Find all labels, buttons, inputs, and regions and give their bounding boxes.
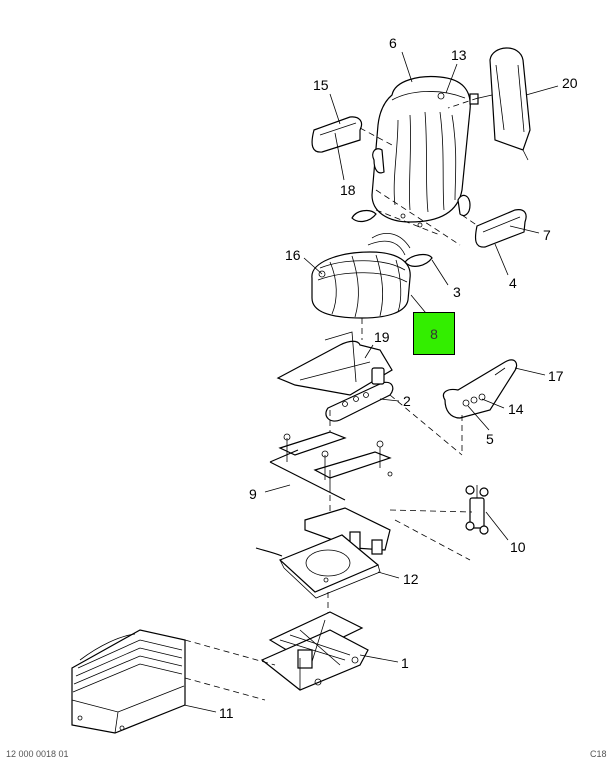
armrest-right (461, 209, 527, 248)
slide-frame (276, 331, 394, 435)
callout-labels: 6 13 20 15 18 7 4 16 3 19 2 17 14 5 9 10… (219, 35, 578, 721)
mount-bracket-right (389, 359, 518, 456)
hotspot-label: 8 (430, 325, 438, 342)
adjustment-linkage (351, 209, 441, 267)
callout-7: 7 (543, 227, 551, 243)
callout-6: 6 (389, 35, 397, 51)
shock-absorber (465, 485, 489, 535)
leader-lines (183, 51, 559, 713)
figure-page: C18 (590, 749, 607, 759)
callout-3: 3 (453, 284, 461, 300)
seat-cushion (311, 251, 411, 340)
callout-9: 9 (249, 486, 257, 502)
callout-18: 18 (340, 182, 356, 198)
seat-back (371, 75, 471, 246)
mounting-hardware-kit (269, 431, 393, 530)
callout-19: 19 (374, 329, 390, 345)
callout-12: 12 (403, 571, 419, 587)
callout-10: 10 (510, 539, 526, 555)
suspension-base (260, 611, 369, 691)
callout-20: 20 (562, 75, 578, 91)
callout-5: 5 (486, 431, 494, 447)
callout-17: 17 (548, 368, 564, 384)
callout-1: 1 (401, 655, 409, 671)
part-8-hotspot[interactable]: 8 (413, 312, 455, 355)
headrest-frame (447, 47, 531, 161)
swivel-plate (255, 534, 381, 620)
callout-14: 14 (508, 401, 524, 417)
callout-4: 4 (509, 275, 517, 291)
figure-code: 12 000 0018 01 (6, 749, 69, 759)
callout-11: 11 (219, 705, 234, 721)
bellows-cover (71, 629, 276, 734)
callout-2: 2 (403, 393, 411, 409)
callout-16: 16 (285, 247, 301, 263)
adapter-bracket (304, 507, 473, 561)
callout-13: 13 (451, 47, 467, 63)
callout-15: 15 (313, 77, 329, 93)
armrest-left (311, 116, 393, 153)
